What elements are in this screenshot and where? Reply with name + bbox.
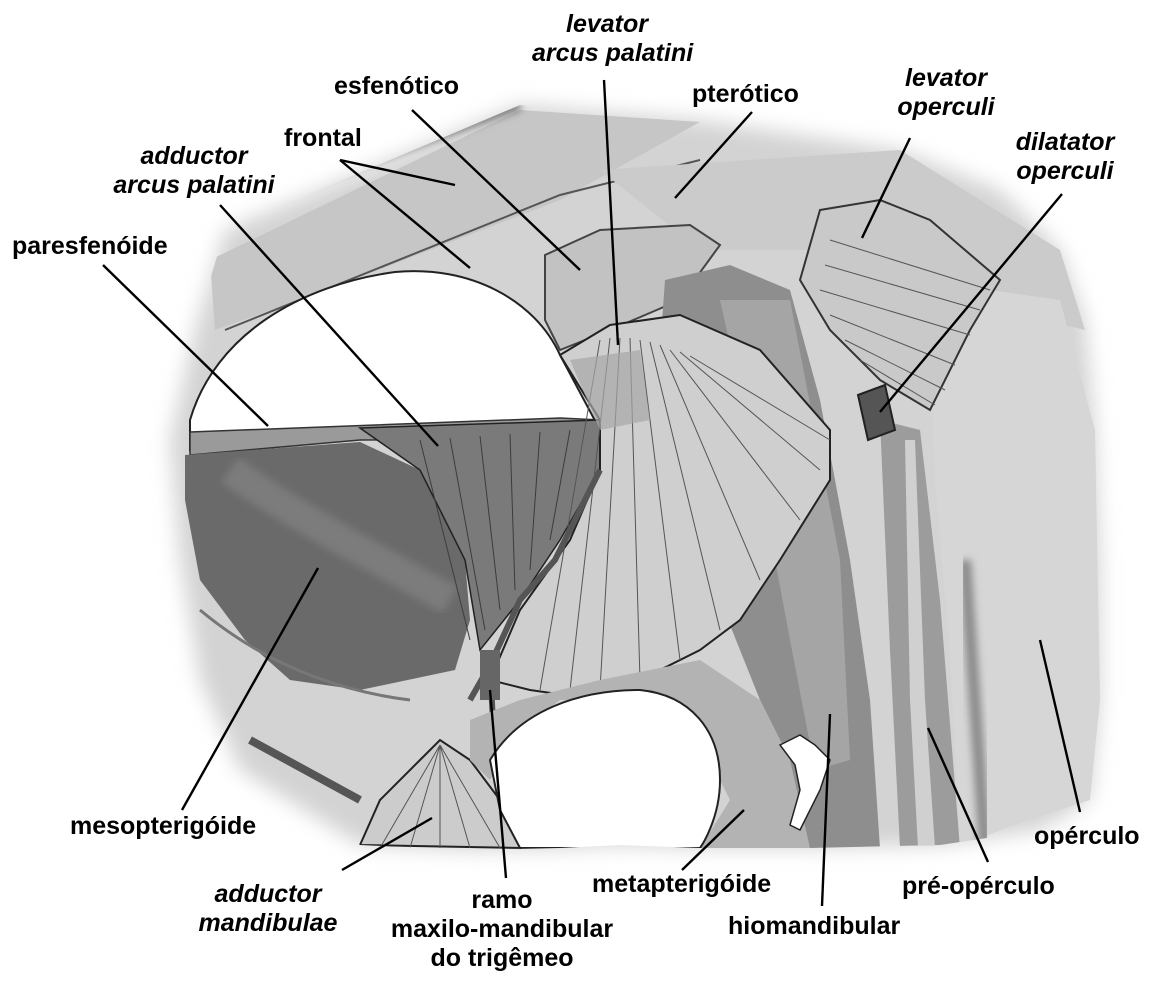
label-pterotico: pterótico bbox=[692, 80, 799, 109]
label-dilatator-operculi-line1: dilatator bbox=[1000, 128, 1130, 157]
label-ramo-line3: do trigêmeo bbox=[374, 944, 630, 973]
label-adductor-arcus-palatini-line1: adductor bbox=[104, 142, 284, 171]
label-preoperculo: pré-opérculo bbox=[902, 872, 1055, 901]
label-levator-operculi-line1: levator bbox=[876, 64, 1016, 93]
label-pterotico-text: pterótico bbox=[692, 80, 799, 109]
label-hiomandibular-text: hiomandibular bbox=[728, 912, 900, 941]
label-mesopterigoide-text: mesopterigóide bbox=[70, 812, 256, 841]
label-esfenotico: esfenótico bbox=[334, 72, 459, 101]
label-paresfenoide-text: paresfenóide bbox=[12, 232, 168, 261]
label-hiomandibular: hiomandibular bbox=[728, 912, 900, 941]
label-levator-arcus-palatini-line1: levator bbox=[532, 10, 682, 39]
label-mesopterigoide: mesopterigóide bbox=[70, 812, 256, 841]
label-levator-arcus-palatini: levator arcus palatini bbox=[532, 10, 682, 68]
label-paresfenoide: paresfenóide bbox=[12, 232, 168, 261]
label-adductor-mandibulae-line1: adductor bbox=[188, 880, 348, 909]
label-levator-arcus-palatini-line2: arcus palatini bbox=[532, 39, 682, 68]
label-metapterigoide: metapterigóide bbox=[592, 870, 771, 899]
label-adductor-mandibulae-line2: mandibulae bbox=[188, 909, 348, 938]
label-preoperculo-text: pré-opérculo bbox=[902, 872, 1055, 901]
label-frontal-text: frontal bbox=[284, 124, 362, 153]
label-metapterigoide-text: metapterigóide bbox=[592, 870, 771, 899]
label-frontal: frontal bbox=[284, 124, 362, 153]
label-operculo-text: opérculo bbox=[1034, 822, 1140, 851]
label-levator-operculi: levator operculi bbox=[876, 64, 1016, 122]
label-esfenotico-text: esfenótico bbox=[334, 72, 459, 101]
label-operculo: opérculo bbox=[1034, 822, 1140, 851]
label-adductor-arcus-palatini-line2: arcus palatini bbox=[104, 171, 284, 200]
label-dilatator-operculi-line2: operculi bbox=[1000, 157, 1130, 186]
label-ramo-maxilo-mandibular: ramo maxilo-mandibular do trigêmeo bbox=[374, 886, 630, 973]
label-levator-operculi-line2: operculi bbox=[876, 93, 1016, 122]
label-ramo-line2: maxilo-mandibular bbox=[374, 915, 630, 944]
label-adductor-arcus-palatini: adductor arcus palatini bbox=[104, 142, 284, 200]
label-dilatator-operculi: dilatator operculi bbox=[1000, 128, 1130, 186]
label-adductor-mandibulae: adductor mandibulae bbox=[188, 880, 348, 938]
